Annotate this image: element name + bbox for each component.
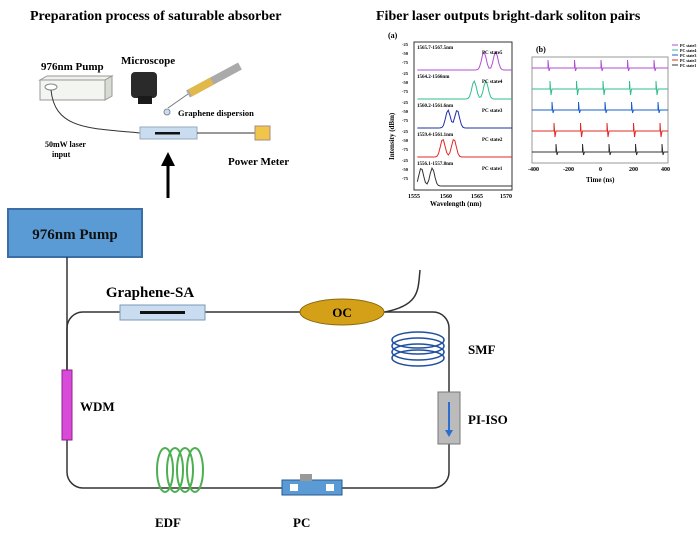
ytick: -50 [402, 80, 409, 85]
inset-a-panel: (a) [388, 31, 398, 40]
inset-a: (a) 1565.7-1567.5nm PC state5 -25 -50 -75 156… [388, 31, 513, 208]
microscope-label: Microscope [121, 55, 175, 67]
inset-a-frame [413, 41, 513, 191]
spectrum-trace [417, 138, 512, 158]
laser-input-1: 50mW laser [45, 140, 86, 149]
time-trace [532, 101, 668, 114]
inset-a-xlabel: Wavelength (nm) [430, 200, 482, 208]
state-label: PC state3 [482, 109, 503, 114]
time-trace [532, 80, 668, 96]
xtick: 400 [661, 167, 670, 173]
state-label: PC state2 [482, 138, 503, 143]
graphene-film [155, 132, 180, 135]
ytick: -50 [402, 109, 409, 114]
oc-label: OC [332, 305, 352, 320]
sa-film [140, 311, 185, 314]
smf-label: SMF [468, 342, 496, 357]
xtick: 1555 [408, 194, 420, 200]
iso-label: PI-ISO [468, 412, 508, 427]
xtick: 1565 [471, 194, 483, 200]
edf-label: EDF [155, 515, 181, 530]
syringe-icon [163, 62, 242, 116]
ytick: -50 [402, 167, 409, 172]
spectrum-trace [417, 109, 512, 129]
spectrum-trace [416, 167, 512, 187]
inset-a-ylabel: Intensity (dBm) [388, 112, 396, 160]
legend-entry: PC state5 [680, 43, 696, 48]
fiber [50, 89, 141, 134]
oc [299, 298, 385, 326]
range-label: 1560.2-1561.6nm [417, 104, 454, 109]
ytick: -25 [402, 100, 409, 105]
edf-coil [156, 447, 204, 493]
prep-pump-label: 976nm Pump [41, 61, 104, 73]
time-trace [532, 122, 668, 138]
ytick: -25 [402, 42, 409, 47]
ytick: -75 [402, 176, 409, 181]
ytick: -25 [402, 129, 409, 134]
ytick: -50 [402, 51, 409, 56]
time-trace [532, 59, 668, 72]
title-left: Preparation process of saturable absorbe… [30, 9, 281, 24]
prep-pump [38, 75, 114, 101]
xtick: -200 [563, 167, 574, 173]
ytick: -50 [402, 138, 409, 143]
xtick: 1560 [440, 194, 452, 200]
ytick: -25 [402, 158, 409, 163]
pump-label: 976nm Pump [32, 227, 117, 243]
legend-entry: PC state4 [680, 48, 696, 53]
xtick: 200 [629, 167, 638, 173]
xtick: 1570 [500, 194, 512, 200]
range-label: 1565.7-1567.5nm [417, 46, 454, 51]
ytick: -75 [402, 147, 409, 152]
smf-coil [391, 331, 445, 367]
pc-label: PC [293, 515, 310, 530]
ytick: -75 [402, 89, 409, 94]
time-trace [532, 143, 668, 156]
legend-entry: PC state3 [680, 53, 696, 58]
isolator-arrow-head [445, 430, 453, 437]
legend-entry: PC state2 [680, 58, 696, 63]
xtick: -400 [528, 167, 539, 173]
microscope-icon [131, 72, 157, 104]
arrow-head [161, 152, 175, 166]
spectrum-trace [417, 79, 512, 100]
power-meter-label: Power Meter [228, 156, 289, 168]
sa-label: Graphene-SA [106, 285, 195, 301]
state-label: PC state1 [482, 167, 503, 172]
inset-b-panel: (b) [536, 45, 546, 54]
ytick: -75 [402, 60, 409, 65]
state-label: PC state4 [482, 80, 503, 85]
xtick: 0 [599, 167, 602, 173]
inset-b-xlabel: Time (ns) [586, 176, 615, 184]
title-right: Fiber laser outputs bright-dark soliton … [376, 9, 641, 24]
ytick: -25 [402, 71, 409, 76]
spectrum-trace [417, 50, 512, 71]
wdm [61, 369, 73, 441]
range-label: 1559.4-1561.1nm [417, 133, 454, 138]
wdm-label: WDM [80, 399, 115, 414]
state-label: PC state5 [482, 51, 503, 56]
output-fiber [384, 269, 421, 313]
range-label: 1564.2-1566nm [417, 75, 450, 80]
power-meter-icon [254, 125, 271, 141]
graphene-label: Graphene dispersion [178, 108, 254, 118]
laser-input-2: input [52, 150, 71, 159]
ytick: -75 [402, 118, 409, 123]
legend-entry: PC state1 [680, 63, 696, 68]
range-label: 1556.1-1557.8nm [417, 162, 454, 167]
polarization-controller[interactable] [281, 474, 343, 496]
pump-box [7, 208, 143, 258]
